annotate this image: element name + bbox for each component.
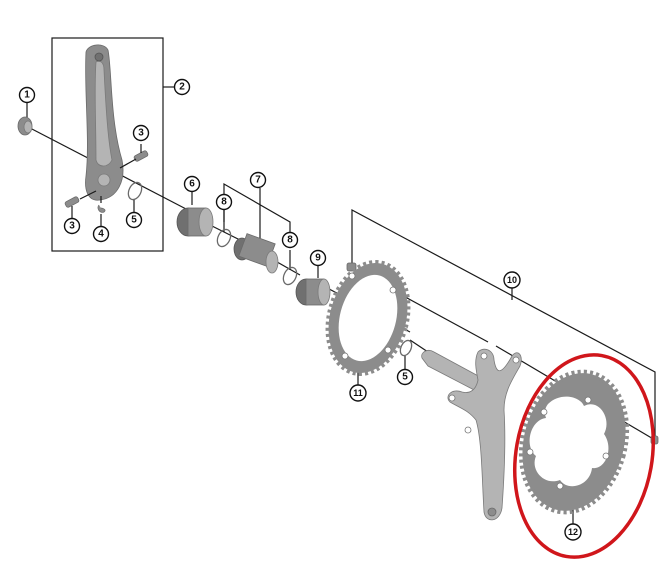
callout-10-label: 10 — [507, 275, 517, 285]
callout-8-left-label: 8 — [221, 197, 227, 208]
callout-6[interactable]: 6 — [183, 175, 201, 193]
callout-6-label: 6 — [189, 179, 195, 190]
callout-3-upper-label: 3 — [138, 128, 144, 139]
callout-4-label: 4 — [98, 229, 104, 240]
callout-1[interactable]: 1 — [18, 86, 36, 104]
callout-3-upper[interactable]: 3 — [132, 124, 150, 142]
callout-3-lower[interactable]: 3 — [63, 217, 81, 235]
callout-3-lower-label: 3 — [69, 221, 75, 232]
left-crank-arm-group — [51, 37, 175, 252]
callout-9-label: 9 — [315, 253, 321, 264]
callout-5-upper[interactable]: 5 — [125, 211, 143, 229]
highlight-ellipse — [512, 353, 656, 559]
callout-9[interactable]: 9 — [309, 249, 327, 267]
fixing-bolt-lower — [64, 196, 80, 208]
spacer-ring-lower — [399, 339, 413, 357]
callout-5-lower[interactable]: 5 — [396, 368, 414, 386]
callout-2[interactable]: 2 — [173, 78, 191, 96]
part-7-inner-cover — [233, 233, 279, 274]
callout-2-label: 2 — [179, 82, 185, 93]
right-crank-arm — [421, 348, 522, 521]
part-11-inner-chainring — [325, 260, 411, 376]
part-9-bb-cup-right — [295, 278, 331, 306]
o-ring-left — [216, 228, 232, 248]
callout-8-right[interactable]: 8 — [281, 231, 299, 249]
callout-4[interactable]: 4 — [92, 225, 110, 243]
part-1-cap — [17, 116, 33, 136]
callout-1-label: 1 — [24, 90, 30, 101]
callout-7-label: 7 — [255, 175, 261, 186]
callout-11[interactable]: 11 — [349, 384, 367, 402]
spacer-ring-upper — [127, 181, 143, 201]
callout-12[interactable]: 12 — [564, 523, 582, 541]
callout-7[interactable]: 7 — [249, 171, 267, 189]
callout-8-right-label: 8 — [287, 235, 293, 246]
part-6-bb-cup-left — [176, 207, 214, 237]
part-2-frame — [51, 37, 164, 252]
callout-5-upper-label: 5 — [131, 215, 137, 226]
callout-11-label: 11 — [353, 388, 363, 398]
callout-12-label: 12 — [568, 527, 578, 537]
o-ring-right — [282, 266, 298, 286]
part-12-outer-chainring — [518, 369, 630, 515]
callout-8-left[interactable]: 8 — [215, 193, 233, 211]
callout-10[interactable]: 10 — [503, 271, 521, 289]
callout-5-lower-label: 5 — [402, 372, 408, 383]
